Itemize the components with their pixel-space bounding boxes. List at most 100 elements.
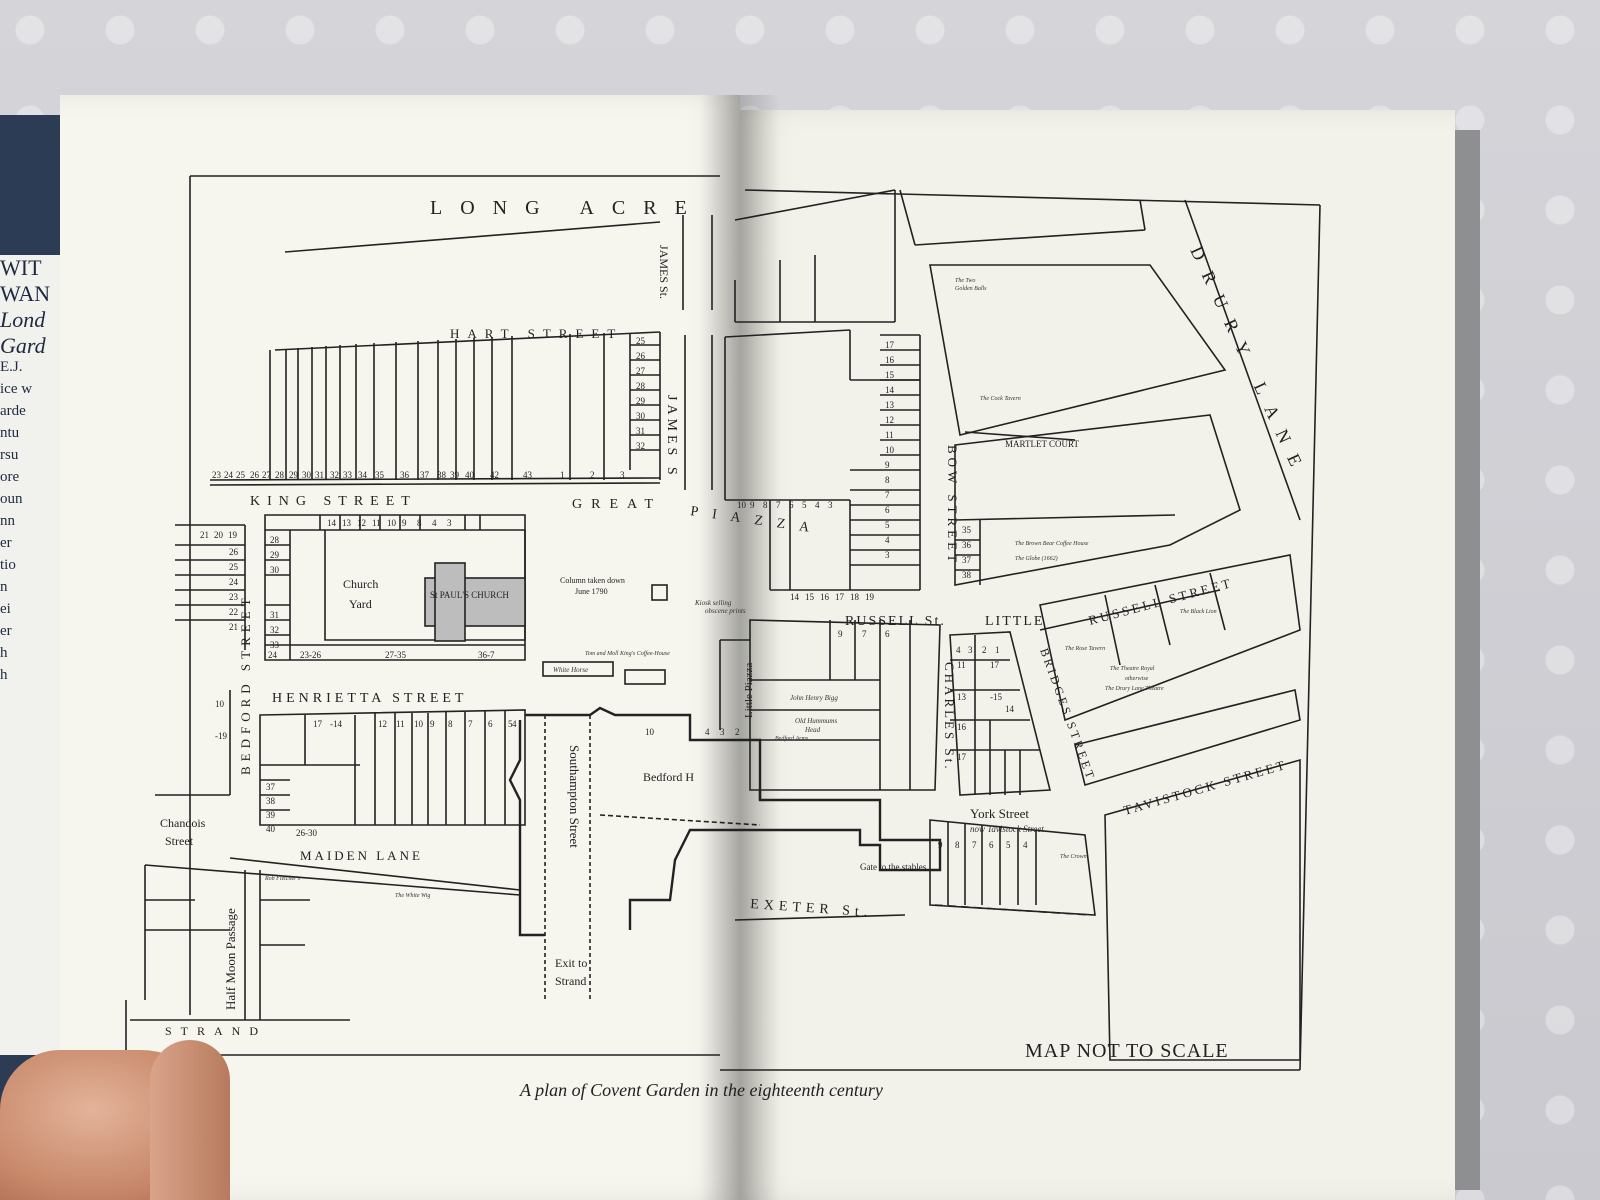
lot-number: 4 [432,518,437,528]
lot-number: 33 [343,470,353,480]
hart-col-grid [630,344,660,451]
long-acre-label: LONG ACRE [430,197,705,219]
st-pauls-church-label: St PAUL'S CHURCH [430,590,509,600]
lot-number: 36 [400,470,410,480]
cover-text-line: er [0,623,12,639]
lot-number: 1 [560,470,565,480]
lot-number: 24 [268,650,278,660]
bridges-street-label: BRIDGES STREET [1037,646,1098,783]
lot-number: 22 [229,607,238,617]
lot-number: 2 [735,727,740,737]
column-label-2: June 1790 [575,587,608,596]
right-page [740,110,1455,1200]
russell-block [749,619,941,791]
lot-number: 13 [957,692,967,702]
lot-number: 26-30 [296,828,317,838]
lot-number: 6 [789,500,794,510]
exit-label-1: Exit to [555,956,587,970]
lot-number: 12 [378,719,387,729]
lot-number: 30 [636,411,646,421]
map-frame-right [1299,204,1321,1071]
cover-text-line: Gard [0,333,46,358]
lot-number: 10 [414,719,424,729]
column-mark [651,584,668,601]
cover-text-line: n [0,579,8,595]
lot-number: 8 [955,840,960,850]
cover-text-line: rsu [0,447,19,463]
strand-label: STRAND [165,1024,267,1038]
lot-number: 23 [229,592,239,602]
lot-number: 9 [938,840,943,850]
lot-number: 37 [266,782,276,792]
lot-number: 26 [229,547,239,557]
brown-bear-label: The Brown Bear Coffee House [1015,540,1089,547]
lot-number: 31 [270,610,279,620]
brown-bear-block [954,414,1241,586]
chandois-line-2: Street [165,834,194,848]
church-yard [324,529,526,641]
drury-block [929,264,1227,436]
lot-number: 29 [270,550,280,560]
martlet-court-label: MARTLET COURT [1005,439,1080,449]
lot-number: 13 [885,400,895,410]
lot-number: 5 [1006,840,1011,850]
cover-text-line: nn [0,513,15,529]
lot-number: 40 [465,470,475,480]
old-hummums-1: Old Hummums [795,717,837,725]
southampton-street-label: Southampton Street [567,745,582,848]
lot-number: 42 [490,470,499,480]
map-frame-top-right [744,189,1321,206]
lot-number: 39 [266,810,276,820]
york-street-label: York Street [970,806,1029,821]
lot-number: 4 [512,719,517,729]
russell-street-label: RUSSELL STREET [1087,575,1235,628]
lot-number: 29 [289,470,299,480]
cover-text-line: WIT [0,255,42,280]
lot-number: 4 [1023,840,1028,850]
lot-number: 16 [820,592,830,602]
lot-number: 13 [342,518,352,528]
lot-number: 30 [302,470,312,480]
lot-number: 19 [228,530,238,540]
lot-number: 10 [737,500,747,510]
lot-number: 2 [982,645,987,655]
lot-number: 6 [488,719,493,729]
lot-number: 15 [885,370,895,380]
left-page [60,95,740,1200]
lot-number: -19 [215,731,227,741]
james-st-label: JAMES St. [657,245,671,299]
lot-number: 32 [636,441,645,451]
lot-number: 23-26 [300,650,321,660]
theatre-royal-2: otherwise [1125,676,1149,682]
lot-number: 25 [229,562,239,572]
lot-number: 3 [885,550,890,560]
half-moon-passage-label: Half Moon Passage [223,908,238,1010]
lot-number: 8 [763,500,768,510]
lot-number: 4 [705,727,710,737]
maiden-lane-label: MAIDEN LANE [300,848,423,863]
king-street-label: KING STREET [250,494,417,509]
lot-number: 31 [636,426,645,436]
lot-number: 9 [885,460,890,470]
charles-st-label: CHARLES St. [942,662,957,772]
lot-number: 17 [885,340,895,350]
lot-number: 31 [315,470,324,480]
lot-number: 25 [236,470,246,480]
map-not-to-scale: MAP NOT TO SCALE [1025,1040,1229,1062]
lot-number: 19 [865,592,875,602]
lot-number: 6 [989,840,994,850]
yard-label: Yard [349,597,372,611]
lot-number: 5 [802,500,807,510]
theatre-royal-block [1039,554,1301,722]
lot-number: 11 [885,430,894,440]
lot-number: 27 [636,366,646,376]
lot-number: 10 [885,445,895,455]
lot-number: 8 [448,719,453,729]
drury-lane-label: DRURY LANE [1186,243,1311,482]
lot-number: 10 [215,699,225,709]
henrietta-lots [374,711,506,825]
gate-label: Gate to the stables [860,862,927,872]
lot-number: 26 [636,351,646,361]
lot-number: 9 [750,500,755,510]
